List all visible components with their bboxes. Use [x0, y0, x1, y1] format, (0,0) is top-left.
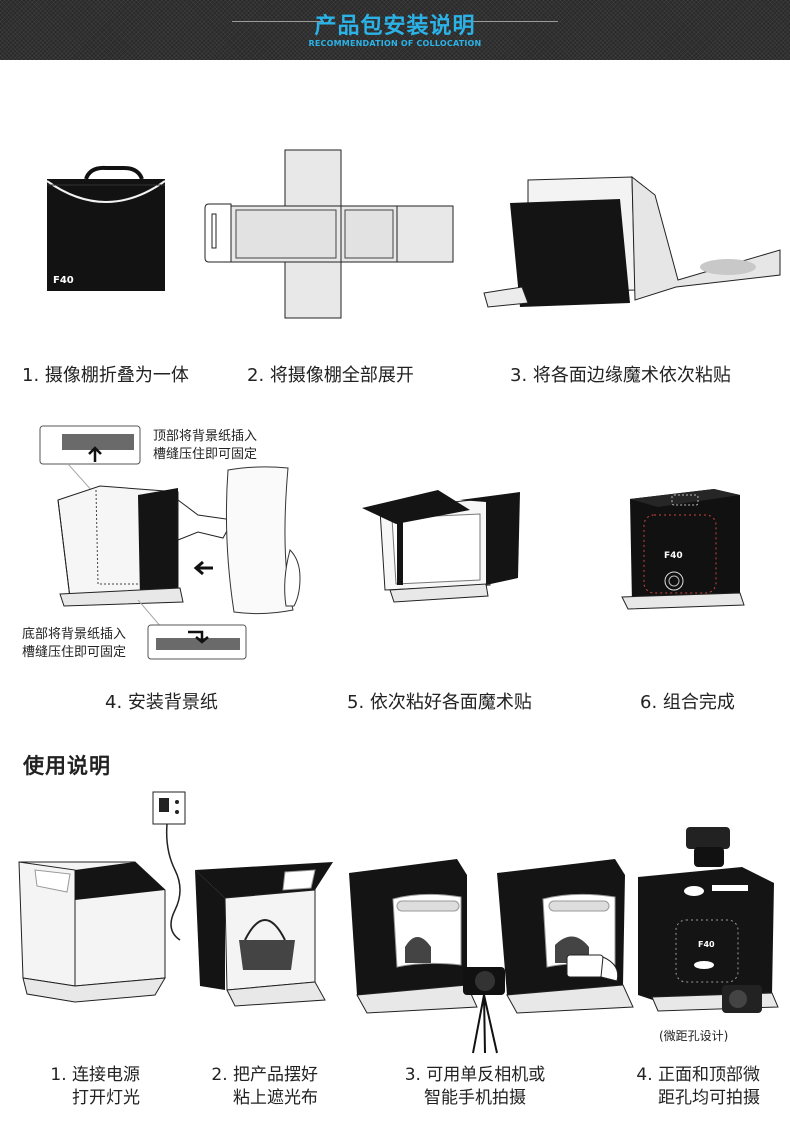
box-brand-label-2: F40: [698, 940, 715, 949]
install-step-3-caption: 3. 将各面边缘魔术依次粘贴: [510, 365, 731, 386]
background-paper-illustration: [39, 425, 301, 660]
page-subtitle: RECOMMENDATION OF COLLOCATION: [308, 39, 482, 48]
bottom-slot-note: 底部将背景纸插入 槽缝压住即可固定: [22, 626, 126, 662]
velcro-closing-illustration: [362, 490, 520, 603]
usage-step-2-line1: 2. 把产品摆好: [211, 1065, 318, 1085]
macro-hole-illustration: F40: [638, 827, 779, 1013]
assembled-box-illustration: F40: [621, 489, 745, 610]
unfolded-cross-illustration: [204, 149, 454, 319]
install-step-5-caption: 5. 依次粘好各面魔术贴: [347, 692, 532, 713]
usage-step-4-line2: 距孔均可拍摄: [658, 1088, 760, 1108]
top-slot-note-line1: 顶部将背景纸插入: [153, 429, 258, 444]
power-and-product-illustration: [18, 791, 333, 1007]
usage-section-title: 使用说明: [23, 754, 111, 778]
usage-step-3-caption: 3. 可用单反相机或 智能手机拍摄: [395, 1064, 555, 1110]
camera-and-phone-illustration: [349, 859, 634, 1054]
install-step-2-caption: 2. 将摄像棚全部展开: [247, 365, 414, 386]
usage-step-3-line2: 智能手机拍摄: [424, 1088, 526, 1108]
bag-brand-label: F40: [53, 275, 74, 286]
usage-step-2-line2: 粘上遮光布: [233, 1088, 318, 1108]
usage-step-1-line1: 1. 连接电源: [50, 1065, 140, 1085]
box-brand-label: F40: [664, 551, 683, 561]
usage-step-4-line1: 4. 正面和顶部微: [636, 1065, 760, 1085]
page-title: 产品包安装说明: [314, 14, 476, 39]
usage-step-1-caption: 1. 连接电源 打开灯光: [30, 1064, 140, 1110]
install-step-4-caption: 4. 安装背景纸: [105, 692, 218, 713]
usage-step-1-line2: 打开灯光: [72, 1088, 140, 1108]
usage-step-3-line1: 3. 可用单反相机或: [404, 1065, 546, 1085]
bottom-slot-note-line2: 槽缝压住即可固定: [22, 645, 127, 660]
velcro-assembly-illustration: [483, 175, 781, 308]
macro-hole-note: (微距孔设计): [659, 1029, 729, 1043]
bottom-slot-note-line1: 底部将背景纸插入: [22, 627, 127, 642]
header-right-rule: [468, 21, 558, 22]
install-step-6-caption: 6. 组合完成: [640, 692, 735, 713]
top-slot-note: 顶部将背景纸插入 槽缝压住即可固定: [153, 428, 257, 464]
top-slot-note-line2: 槽缝压住即可固定: [153, 447, 258, 462]
install-step-1-caption: 1. 摄像棚折叠为一体: [22, 365, 189, 386]
usage-step-2-caption: 2. 把产品摆好 粘上遮光布: [190, 1064, 318, 1110]
usage-step-4-caption: 4. 正面和顶部微 距孔均可拍摄: [612, 1064, 760, 1110]
header-banner: 产品包安装说明 RECOMMENDATION OF COLLOCATION: [0, 0, 790, 60]
folded-bag-illustration: F40: [46, 165, 166, 291]
header-left-rule: [232, 21, 322, 22]
